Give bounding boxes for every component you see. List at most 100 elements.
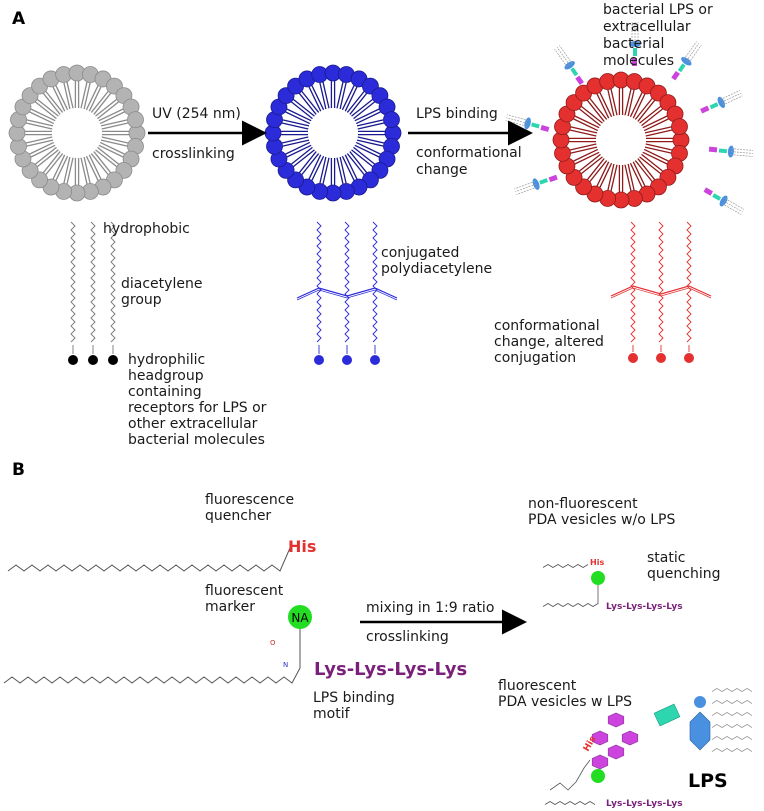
vesicle-lps-bound <box>552 71 690 209</box>
lipid-tail <box>290 146 313 165</box>
lipid-tail <box>634 160 653 183</box>
lipid-tail <box>88 154 102 180</box>
lipid-tail <box>599 162 613 188</box>
lipid-tail <box>627 163 635 191</box>
sugar-unit <box>632 58 637 66</box>
lipid-tail <box>349 92 368 115</box>
lipid-tail <box>586 158 605 181</box>
lipid-tail <box>26 139 54 147</box>
lipid-tail <box>93 151 112 174</box>
lipid-tail <box>282 119 310 127</box>
head-dot <box>656 353 666 363</box>
lipid-tail <box>339 156 347 184</box>
lipid-tail <box>354 144 380 158</box>
core-unit <box>709 102 719 110</box>
alkyl-chain <box>110 221 116 343</box>
lipid-tail <box>97 101 120 120</box>
lps-label: LPS <box>688 770 728 792</box>
alkyl-chain <box>686 221 692 343</box>
lipid-tail <box>308 86 322 112</box>
alkyl-chain <box>316 221 322 343</box>
headgroup-2: headgroup <box>128 368 204 384</box>
sugar-hexagon <box>591 730 609 746</box>
lipid-tail <box>346 153 365 176</box>
his-label: His <box>288 537 316 556</box>
headgroup-3: containing <box>128 384 202 400</box>
lipid-a-hexagon <box>689 711 711 751</box>
lipid-tail <box>344 86 358 112</box>
alkyl-chain <box>658 221 664 343</box>
hydrophobic-label: hydrophobic <box>103 221 190 237</box>
lipid-head <box>671 118 688 136</box>
lps-tail <box>505 120 527 127</box>
conjugated-2: polydiacetylene <box>381 261 492 277</box>
lipid-tail <box>639 105 662 124</box>
conformational-1: conformational <box>494 318 600 334</box>
lipid-tail <box>573 148 599 162</box>
quencher-chain-small <box>549 759 591 791</box>
lipid-tail <box>642 115 668 129</box>
lps-tail <box>516 186 538 195</box>
lipid-tail <box>55 155 69 181</box>
lipid-tail <box>285 141 311 155</box>
lipid-tail <box>98 108 124 122</box>
lipid-tail <box>301 90 320 113</box>
lipid-tail <box>34 101 57 120</box>
lps-tail <box>506 117 528 124</box>
lys-chain-label: Lys-Lys-Lys-Lys <box>314 659 467 680</box>
lipid-tail <box>336 157 344 185</box>
lps-scheme-lys: Lys-Lys-Lys-Lys <box>606 799 683 809</box>
headgroup-4: receptors for LPS or <box>128 400 267 416</box>
marker-1: fluorescent <box>205 583 284 599</box>
lps-motif-1: LPS binding <box>313 690 395 706</box>
lps-tail <box>730 154 753 157</box>
lps-tail <box>721 203 742 215</box>
lipid-tail <box>98 144 124 158</box>
head-dot <box>68 355 78 365</box>
lipid-tail <box>629 162 643 188</box>
lipid-tail <box>570 146 598 154</box>
sugar-hexagon <box>607 744 625 760</box>
lipid-tail <box>637 158 656 181</box>
quencher-molecule <box>7 547 291 572</box>
core-unit <box>530 122 540 129</box>
lipid-tail <box>80 81 88 109</box>
lipid-tail <box>286 144 312 158</box>
lipid-tail <box>645 129 673 137</box>
arrow2-top: LPS binding <box>416 106 498 122</box>
lipid-tail <box>63 156 71 184</box>
lipid-tail <box>45 90 64 113</box>
core-unit <box>718 148 728 154</box>
lps-tail <box>554 48 568 68</box>
head-dot <box>342 355 352 365</box>
lipid-tail <box>610 88 618 116</box>
lipid-tail <box>627 89 635 117</box>
head-dot <box>108 355 118 365</box>
lipid-tail <box>52 154 66 180</box>
lipid-tail <box>80 157 88 185</box>
lipid-tail <box>97 146 120 165</box>
carbonyl-o: O <box>270 639 276 647</box>
marker-2: marker <box>205 599 255 615</box>
headgroup-5: other extracellular <box>128 416 258 432</box>
panel-a-label: A <box>12 9 26 29</box>
lipid-tail <box>298 92 317 115</box>
lps-tail <box>723 200 743 213</box>
bacterial-molecules <box>505 22 754 215</box>
lipid-tail <box>101 122 129 130</box>
core-unit <box>677 63 686 73</box>
diacetylene-label-2: group <box>121 292 162 308</box>
lipid-tail <box>63 82 71 110</box>
lipid-tail <box>356 119 384 127</box>
conjugated-1: conjugated <box>381 245 459 261</box>
lipid-tail <box>355 111 381 125</box>
lipid-tail <box>643 148 669 162</box>
lipid-tail <box>66 81 74 109</box>
lipid-tail <box>101 136 129 144</box>
arrow1-top: UV (254 nm) <box>152 106 241 122</box>
lipid-tail <box>281 122 309 130</box>
panel-b-label: B <box>12 460 25 480</box>
lipid-tail <box>641 108 664 127</box>
lipid-tail <box>339 82 347 110</box>
lipid-tail <box>42 151 61 174</box>
